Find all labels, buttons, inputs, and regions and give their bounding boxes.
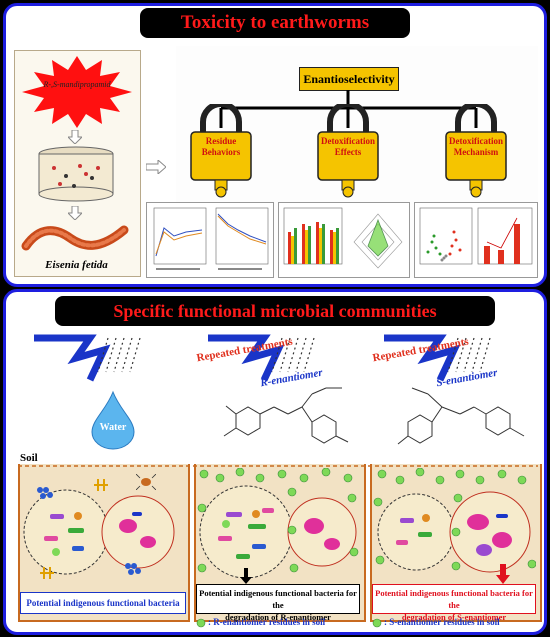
black-down-arrow-icon <box>240 568 252 584</box>
padlock-residue-icon <box>190 104 252 198</box>
lock-label-effects: Detoxification Effects <box>312 136 384 158</box>
caption-line: degradation of S-enantiomer <box>401 612 507 622</box>
caption-line: degradation of R-enantiomer <box>225 612 331 622</box>
soil-surface-line <box>18 465 538 467</box>
microbial-title: Specific functional microbial communitie… <box>55 296 495 326</box>
compound-label: R-,S-mandipropamid <box>43 80 111 89</box>
down-arrow-icon <box>68 130 82 144</box>
s-residue-dots <box>373 468 536 571</box>
microbe-community-s <box>377 491 531 573</box>
caption-water: Potential indigenous functional bacteria <box>20 592 186 614</box>
legend-s-text: : S-enantiomer residues in soil <box>384 617 500 627</box>
compound-star-icon <box>22 56 132 128</box>
lock-label-line: Detoxification <box>321 136 375 146</box>
s-residue-legend-icon <box>372 618 382 628</box>
r-residue-dots <box>197 468 359 573</box>
toxicity-panel: Toxicity to earthworms R-,S-mandipropami… <box>3 3 547 287</box>
rain-icon <box>384 334 491 382</box>
enantioselectivity-label: Enantioselectivity <box>299 67 399 91</box>
mite-icon <box>136 474 156 490</box>
mechanism-volcano-and-bar-plots <box>414 202 538 278</box>
earthworm-icon <box>21 225 129 251</box>
microbe-community-r <box>199 485 357 578</box>
lock-label-line: Detoxification <box>449 136 503 146</box>
lock-label-line: Effects <box>334 147 362 157</box>
red-down-arrow-icon <box>496 564 510 584</box>
toxicity-title: Toxicity to earthworms <box>140 8 410 38</box>
s-molecule-icon <box>397 387 525 445</box>
r-residue-legend-icon <box>196 618 206 628</box>
residue-line-plots <box>146 202 274 278</box>
lock-label-line: Mechanism <box>453 147 499 157</box>
insect-icon <box>94 479 108 491</box>
caption-line: Potential indigenous functional bacteria… <box>375 588 533 610</box>
legend-r-text: : R-enantiomer residues in soil <box>208 617 326 627</box>
down-arrow-icon <box>68 206 82 220</box>
soil-container-icon <box>38 146 114 202</box>
fungi-icon <box>37 487 53 499</box>
detox-bar-and-radar-plots <box>278 202 410 278</box>
caption-text: Potential indigenous functional bacteria <box>26 598 180 608</box>
lock-label-residue: Residue Behaviors <box>191 136 251 158</box>
fungi-icon <box>125 563 141 575</box>
microbe-community-water <box>23 489 175 575</box>
organism-label: Eisenia fetida <box>45 259 108 271</box>
caption-line: Potential indigenous functional bacteria… <box>199 588 357 610</box>
right-arrow-icon <box>146 160 166 174</box>
caption-r: Potential indigenous functional bacteria… <box>196 584 360 622</box>
water-label: Water <box>99 422 127 433</box>
lock-label-line: Residue <box>205 136 237 146</box>
lock-label-line: Behaviors <box>201 147 241 157</box>
microbial-panel: Specific functional microbial communitie… <box>3 289 547 635</box>
r-molecule-icon <box>223 387 349 444</box>
water-drop-icon <box>91 390 135 450</box>
insect-icon <box>40 567 54 579</box>
padlock-detox-mechanism-icon <box>445 104 507 198</box>
lock-label-mechanism: Detoxification Mechanism <box>440 136 512 158</box>
soil-label: Soil <box>20 452 38 464</box>
rain-icon <box>34 334 141 382</box>
padlock-detox-effects-icon <box>317 104 379 198</box>
caption-s: Potential indigenous functional bacteria… <box>372 584 536 622</box>
rain-icon <box>208 334 315 382</box>
